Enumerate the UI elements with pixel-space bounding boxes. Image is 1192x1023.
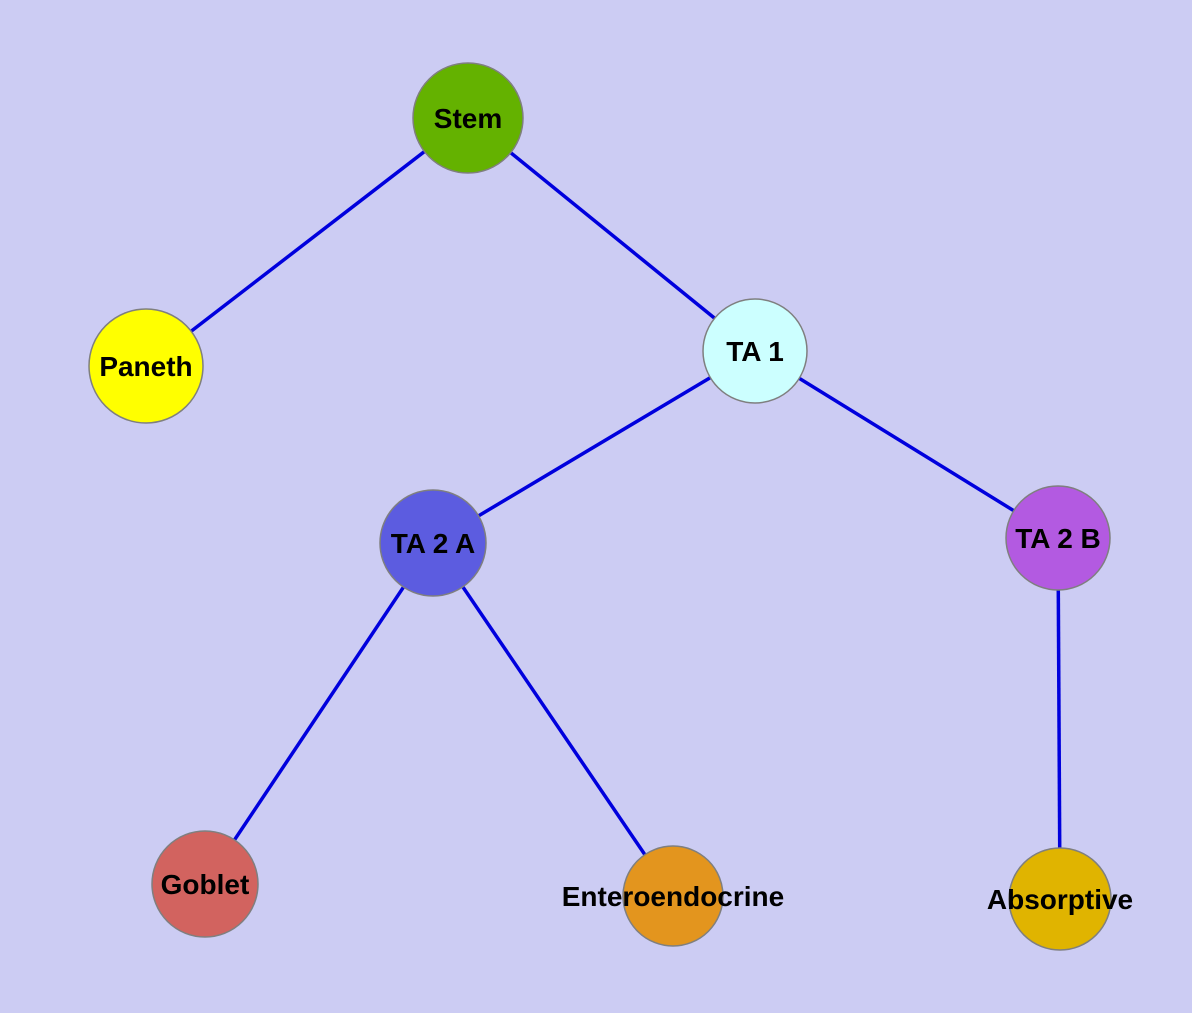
edge-ta2b-absorptive bbox=[1056, 537, 1062, 900]
node-stem[interactable] bbox=[412, 62, 524, 174]
node-enteroendocrine[interactable] bbox=[622, 845, 724, 947]
node-ta2a[interactable] bbox=[379, 489, 487, 597]
node-goblet[interactable] bbox=[151, 830, 259, 938]
edge-ta1-ta2a bbox=[432, 349, 756, 545]
edge-stem-ta1 bbox=[466, 116, 757, 353]
edge-ta1-ta2b bbox=[754, 349, 1059, 540]
node-ta1[interactable] bbox=[702, 298, 808, 404]
edge-ta2a-enteroendocrine bbox=[431, 542, 675, 897]
node-absorptive[interactable] bbox=[1008, 847, 1112, 951]
node-paneth[interactable] bbox=[88, 308, 204, 424]
edge-stem-paneth bbox=[144, 116, 470, 368]
node-ta2b[interactable] bbox=[1005, 485, 1111, 591]
edge-ta2a-goblet bbox=[203, 542, 435, 885]
